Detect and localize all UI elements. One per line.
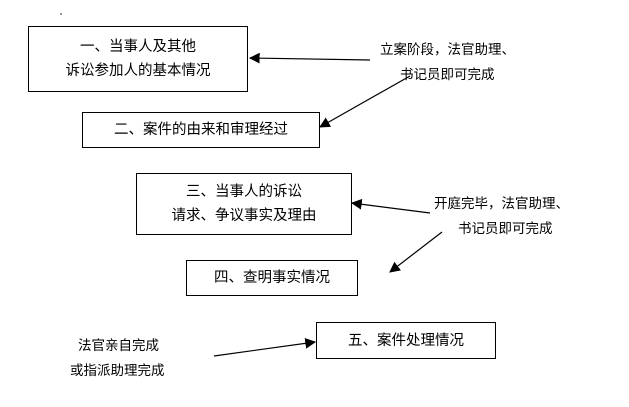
box-line: 诉讼参加人的基本情况 xyxy=(65,63,211,79)
note-judge-completes: 法官亲自完成 或指派助理完成 xyxy=(70,334,165,384)
note-line: 或指派助理完成 xyxy=(70,363,165,379)
note-after-hearing: 开庭完毕，法官助理、 书记员即可完成 xyxy=(434,192,569,242)
note-filing-stage: 立案阶段，法官助理、 书记员即可完成 xyxy=(380,38,515,88)
box-case-handling: 五、案件处理情况 xyxy=(316,322,496,359)
note-line: 开庭完毕，法官助理、 xyxy=(434,196,569,212)
box-line: 二、案件的由来和审理经过 xyxy=(114,122,288,138)
box-facts-found: 四、查明事实情况 xyxy=(186,260,358,296)
note-line: 书记员即可完成 xyxy=(458,221,553,237)
note-line: 立案阶段，法官助理、 xyxy=(380,42,515,58)
note-line: 法官亲自完成 xyxy=(78,338,159,354)
box-case-origin: 二、案件的由来和审理经过 xyxy=(82,112,320,148)
box-line: 一、当事人及其他 xyxy=(80,39,196,55)
arrow-note1-to-box1 xyxy=(248,52,371,64)
arrow-note3-to-box5 xyxy=(213,337,317,357)
box-claims-disputes: 三、当事人的诉讼 请求、争议事实及理由 xyxy=(136,173,352,235)
box-line: 三、当事人的诉讼 xyxy=(186,184,302,200)
arrow-note2-to-box3 xyxy=(350,198,431,214)
box-line: 五、案件处理情况 xyxy=(348,332,464,349)
box-line: 请求、争议事实及理由 xyxy=(171,208,317,224)
arrow-note2-to-box4 xyxy=(389,231,443,273)
arrow-note1-to-box2 xyxy=(319,75,411,128)
box-parties-info: 一、当事人及其他 诉讼参加人的基本情况 xyxy=(28,26,248,92)
note-line: 书记员即可完成 xyxy=(400,67,495,83)
stray-dot xyxy=(60,13,62,15)
box-line: 四、查明事实情况 xyxy=(214,270,330,286)
